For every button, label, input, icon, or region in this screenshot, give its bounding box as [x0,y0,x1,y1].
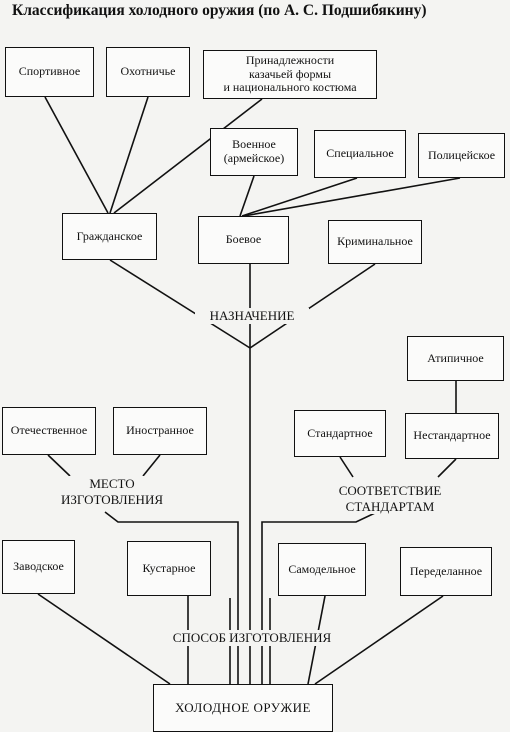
node-civil: Гражданское [62,213,157,260]
node-standard: Стандартное [294,410,386,457]
node-domestic: Отечественное [2,407,96,455]
node-altered: Переделанное [400,547,492,596]
node-handicraft: Кустарное [127,541,211,596]
diagram-title: Классификация холодного оружия (по А. С.… [12,2,427,19]
node-accessories: Принадлежности казачьей формы и национал… [203,50,377,99]
node-foreign: Иностранное [113,407,207,455]
node-sport: Спортивное [5,47,94,97]
node-nonstandard: Нестандартное [405,413,499,459]
node-special: Специальное [314,130,406,178]
label-method: СПОСОБ ИЗГОТОВЛЕНИЯ [155,630,349,646]
node-factory: Заводское [2,540,75,594]
node-combat: Боевое [198,216,289,264]
node-root: ХОЛОДНОЕ ОРУЖИЕ [153,684,333,732]
node-criminal: Криминальное [328,220,422,264]
node-police: Полицейское [418,133,505,178]
node-hunting: Охотничье [106,47,190,97]
node-atypical: Атипичное [407,336,504,381]
node-homemade: Самодельное [278,543,366,596]
label-place: МЕСТО ИЗГОТОВЛЕНИЯ [50,476,174,508]
node-military: Военное (армейское) [210,128,298,176]
label-standards: СООТВЕТСТВИЕ СТАНДАРТАМ [326,483,454,515]
label-purpose: НАЗНАЧЕНИЕ [195,308,309,324]
